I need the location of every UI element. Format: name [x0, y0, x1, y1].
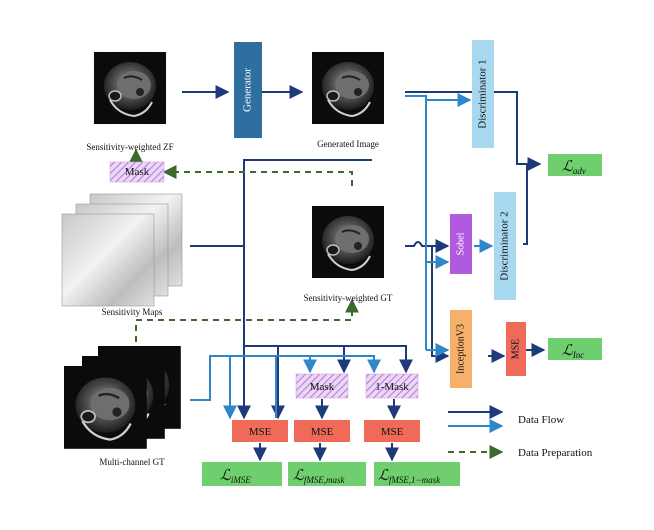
loss-imse-sub: iMSE	[231, 475, 251, 485]
mse2-block: MSE	[294, 420, 350, 442]
generated-caption: Generated Image	[317, 139, 379, 149]
generated-image	[311, 51, 385, 125]
generator-block: Generator	[234, 42, 262, 138]
arrow-multichannel-to-gt	[135, 298, 359, 342]
sobel-label: Sobel	[455, 232, 466, 255]
one-minus-mask-block: 1-Mask	[365, 373, 419, 399]
loss-adv-symbol: ℒ	[562, 159, 574, 175]
legend-data-preparation: Data Preparation	[518, 447, 593, 459]
loss-fmse-1mask: ℒfMSE,1−mask	[374, 462, 460, 486]
loss-adv-sub: adv	[573, 166, 586, 176]
mask-bottom-label: Mask	[310, 381, 335, 393]
gt-caption: Sensitivity-weighted GT	[304, 293, 393, 303]
arrow-generated-to-mask-top	[162, 165, 353, 186]
arrow-multichannel-to-1mask	[190, 355, 381, 401]
loss-adv: ℒadv	[548, 154, 602, 176]
mse1-label: MSE	[249, 426, 272, 438]
svg-text:ℒiMSE: ℒiMSE	[220, 468, 251, 485]
loss-imse: ℒiMSE	[202, 462, 282, 486]
mse-inc-label: MSE	[510, 339, 521, 360]
loss-fmse-mask-sub: fMSE,mask	[304, 475, 346, 485]
arrow-gt-to-inception	[405, 241, 450, 363]
prep-lines	[129, 148, 359, 342]
mse1-block: MSE	[232, 420, 288, 442]
mse3-block: MSE	[364, 420, 420, 442]
sensitivity-maps-stack	[61, 193, 183, 307]
svg-text:ℒfMSE,1−mask: ℒfMSE,1−mask	[378, 468, 441, 485]
loss-fmse-1mask-sub: fMSE,1−mask	[389, 475, 441, 485]
light-flow-lines	[190, 93, 494, 420]
discriminator1-block: Discriminator 1	[472, 40, 494, 148]
svg-text:ℒfMSE,mask: ℒfMSE,mask	[293, 468, 346, 485]
sobel-block: Sobel	[450, 214, 472, 274]
mse2-label: MSE	[311, 426, 334, 438]
svg-text:ℒadv: ℒadv	[562, 159, 586, 176]
multichannel-caption: Multi-channel GT	[99, 457, 165, 467]
loss-fmse-mask-symbol: ℒ	[293, 468, 305, 484]
loss-imse-symbol: ℒ	[220, 468, 232, 484]
mask-top-label: Mask	[125, 166, 150, 178]
loss-fmse-1mask-symbol: ℒ	[378, 468, 390, 484]
loss-inc: ℒInc	[548, 338, 602, 360]
loss-fmse-mask: ℒfMSE,mask	[288, 462, 366, 486]
discriminator2-label: Discriminator 2	[499, 211, 511, 280]
multichannel-stack	[62, 344, 182, 450]
mask-top-block: Mask	[109, 161, 165, 183]
maps-caption: Sensitivity Maps	[102, 307, 163, 317]
inception-block: InceptionV3	[450, 310, 472, 388]
gt-image	[311, 205, 385, 279]
arrow-generated-to-sobel	[405, 95, 450, 269]
zf-caption: Sensitivity-weighted ZF	[86, 142, 173, 152]
zf-image	[93, 51, 167, 125]
loss-inc-sub: Inc	[572, 350, 585, 360]
loss-inc-symbol: ℒ	[562, 343, 574, 359]
legend-data-flow: Data Flow	[518, 414, 564, 426]
mse-inc-block: MSE	[506, 322, 526, 376]
arrow-disc2-to-adv	[523, 164, 528, 245]
legend: Data Flow Data Preparation	[448, 405, 593, 459]
inception-label: InceptionV3	[455, 324, 466, 374]
generator-label: Generator	[242, 68, 254, 112]
arrow-to-one-minus-mask	[244, 345, 413, 374]
discriminator1-label: Discriminator 1	[477, 59, 489, 128]
line-generated-down	[243, 159, 372, 346]
mse3-label: MSE	[381, 426, 404, 438]
discriminator2-block: Discriminator 2	[494, 192, 516, 300]
mask-bottom-block: Mask	[295, 373, 349, 399]
one-minus-mask-label: 1-Mask	[375, 381, 409, 393]
svg-text:ℒInc: ℒInc	[562, 343, 584, 360]
